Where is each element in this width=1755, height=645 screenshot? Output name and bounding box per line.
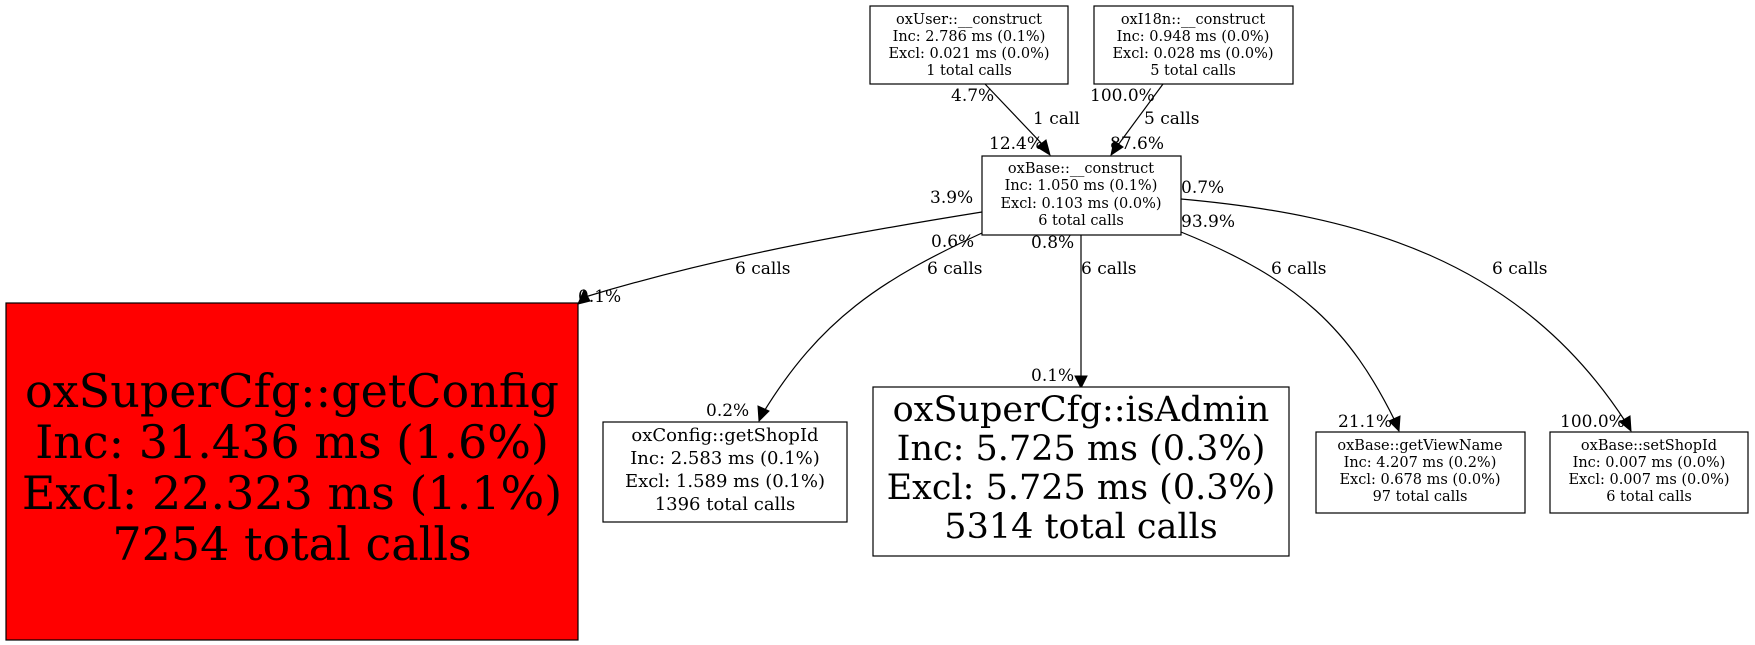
node-exclusive-time: Excl: 22.323 ms (1.1%) — [22, 466, 562, 520]
node-inclusive-time: Inc: 4.207 ms (0.2%) — [1344, 455, 1497, 471]
edge-tail-percent: 93.9% — [1181, 212, 1235, 232]
node-box — [1549, 431, 1749, 514]
edge-tail-percent: 100.0% — [1090, 86, 1155, 106]
node-inclusive-time: Inc: 2.583 ms (0.1%) — [630, 448, 820, 469]
edge-base-to-getshopid: 6 calls 0.6% 0.2% — [706, 232, 983, 423]
node-box — [869, 5, 1069, 85]
edge-user-to-base: 1 call 4.7% 12.4% — [951, 83, 1080, 157]
node-name: oxBase::__construct — [1008, 161, 1154, 177]
edge-head-percent: 0.1% — [1031, 366, 1074, 386]
edge-line — [984, 83, 1044, 146]
edge-tail-percent: 0.7% — [1181, 178, 1224, 198]
edge-head-percent: 12.4% — [989, 134, 1043, 154]
edge-label: 6 calls — [927, 259, 982, 279]
edge-label: 5 calls — [1144, 109, 1199, 129]
node-name: oxI18n::__construct — [1121, 12, 1266, 28]
node-call-count: 7254 total calls — [112, 517, 471, 571]
node-call-count: 97 total calls — [1373, 489, 1468, 505]
node-box — [1093, 5, 1294, 85]
edge-label: 6 calls — [1492, 259, 1547, 279]
arrowhead-icon — [577, 288, 591, 305]
edge-tail-percent: 0.6% — [931, 232, 974, 252]
edge-head-percent: 0.1% — [578, 287, 621, 307]
edge-base-to-isadmin: 6 calls 0.8% 0.1% — [1031, 233, 1136, 390]
node-box — [872, 386, 1290, 557]
node-exclusive-time: Excl: 0.007 ms (0.0%) — [1568, 472, 1729, 488]
node-oxi18n-construct[interactable]: oxI18n::__construct Inc: 0.948 ms (0.0%)… — [1093, 5, 1294, 85]
node-exclusive-time: Excl: 0.103 ms (0.0%) — [1000, 196, 1161, 212]
node-call-count: 1 total calls — [926, 63, 1012, 79]
node-name: oxSuperCfg::isAdmin — [893, 390, 1270, 430]
edge-base-to-getconfig: 6 calls 3.9% 0.1% — [577, 188, 983, 307]
node-exclusive-time: Excl: 5.725 ms (0.3%) — [887, 468, 1276, 508]
edge-line — [1180, 198, 1626, 422]
edge-base-to-getviewname: 6 calls 93.9% 21.1% — [1180, 212, 1401, 433]
node-box — [602, 421, 848, 523]
edge-label: 6 calls — [735, 259, 790, 279]
edge-label: 6 calls — [1081, 259, 1136, 279]
node-inclusive-time: Inc: 0.007 ms (0.0%) — [1573, 455, 1726, 471]
arrowhead-icon — [757, 405, 770, 423]
edge-base-to-setshopid: 6 calls 0.7% 100.0% — [1180, 178, 1632, 433]
node-name: oxBase::setShopId — [1581, 438, 1717, 454]
edge-tail-percent: 0.8% — [1031, 233, 1074, 253]
node-oxbase-construct[interactable]: oxBase::__construct Inc: 1.050 ms (0.1%)… — [981, 155, 1182, 236]
node-oxsupercfg-getconfig[interactable]: oxSuperCfg::getConfig Inc: 31.436 ms (1.… — [5, 302, 579, 641]
node-exclusive-time: Excl: 1.589 ms (0.1%) — [625, 471, 825, 492]
node-exclusive-time: Excl: 0.678 ms (0.0%) — [1339, 472, 1500, 488]
edge-i18n-to-base: 5 calls 100.0% 87.6% — [1090, 83, 1199, 157]
edge-head-percent: 21.1% — [1338, 412, 1392, 432]
edge-head-percent: 0.2% — [706, 401, 749, 421]
node-box — [1315, 431, 1526, 514]
node-name: oxConfig::getShopId — [631, 425, 818, 446]
node-call-count: 6 total calls — [1606, 489, 1692, 505]
node-oxconfig-getshopid[interactable]: oxConfig::getShopId Inc: 2.583 ms (0.1%)… — [602, 421, 848, 523]
node-inclusive-time: Inc: 1.050 ms (0.1%) — [1005, 178, 1158, 194]
edge-line — [584, 211, 983, 298]
node-box — [981, 155, 1182, 236]
edge-tail-percent: 4.7% — [951, 86, 994, 106]
edge-line — [1180, 231, 1396, 422]
node-inclusive-time: Inc: 2.786 ms (0.1%) — [893, 29, 1046, 45]
node-call-count: 5 total calls — [1150, 63, 1236, 79]
node-inclusive-time: Inc: 0.948 ms (0.0%) — [1117, 29, 1270, 45]
arrowhead-icon — [1619, 415, 1632, 433]
arrowhead-icon — [1110, 140, 1124, 157]
node-inclusive-time: Inc: 5.725 ms (0.3%) — [897, 429, 1266, 469]
node-exclusive-time: Excl: 0.028 ms (0.0%) — [1112, 46, 1273, 62]
edge-label: 1 call — [1033, 109, 1080, 129]
node-oxsupercfg-isadmin[interactable]: oxSuperCfg::isAdmin Inc: 5.725 ms (0.3%)… — [872, 386, 1290, 557]
node-oxbase-setshopid[interactable]: oxBase::setShopId Inc: 0.007 ms (0.0%) E… — [1549, 431, 1749, 514]
arrowhead-icon — [1388, 415, 1401, 433]
edge-line — [1117, 83, 1164, 146]
edge-line — [762, 232, 983, 414]
node-box — [5, 302, 579, 641]
edge-tail-percent: 3.9% — [930, 188, 973, 208]
arrowhead-icon — [1036, 139, 1051, 157]
edge-head-percent: 87.6% — [1110, 134, 1164, 154]
edge-label: 6 calls — [1271, 259, 1326, 279]
node-call-count: 6 total calls — [1038, 213, 1124, 229]
node-inclusive-time: Inc: 31.436 ms (1.6%) — [35, 415, 549, 469]
arrowhead-icon — [1074, 375, 1088, 390]
edge-head-percent: 100.0% — [1560, 412, 1625, 432]
node-oxbase-getviewname[interactable]: oxBase::getViewName Inc: 4.207 ms (0.2%)… — [1315, 431, 1526, 514]
node-name: oxBase::getViewName — [1337, 438, 1502, 454]
node-oxuser-construct[interactable]: oxUser::__construct Inc: 2.786 ms (0.1%)… — [869, 5, 1069, 85]
node-exclusive-time: Excl: 0.021 ms (0.0%) — [888, 46, 1049, 62]
node-name: oxUser::__construct — [896, 12, 1042, 28]
node-call-count: 5314 total calls — [944, 507, 1217, 547]
node-name: oxSuperCfg::getConfig — [25, 364, 559, 418]
node-call-count: 1396 total calls — [655, 494, 796, 515]
